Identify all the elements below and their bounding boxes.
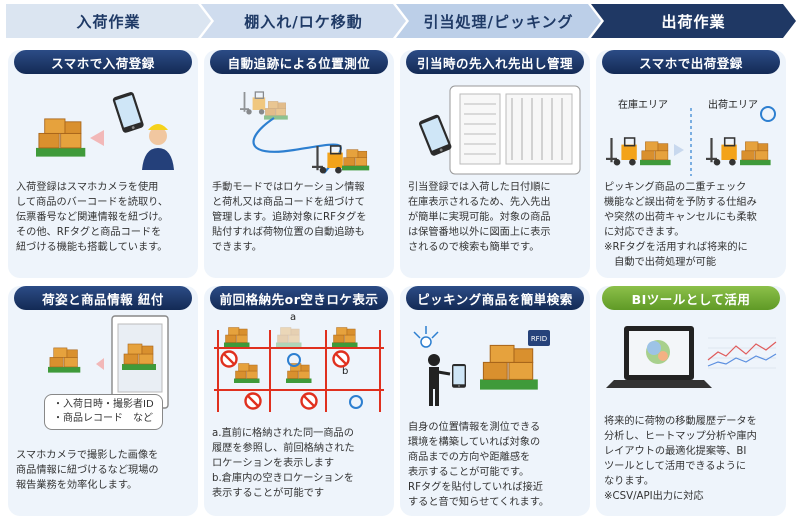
photo-metadata-bubble: ・入荷日時・撮影者ID ・商品レコード など (44, 394, 163, 430)
card-title: スマホで入荷登録 (14, 50, 192, 74)
card-description: 引当登録では入荷した日付順に 在庫表示されるため、先入先出 が簡単に実現可能。対… (408, 182, 551, 253)
shipping-area-label: 出荷エリア (708, 100, 758, 111)
card-description: 将来的に荷物の移動履歴データを 分析し、ヒートマップ分析や庫内 レイアウトの最適… (604, 416, 757, 502)
card-smartphone-receiving: スマホで入荷登録 入荷登録はスマホカメラを使用 して商品のバーコードを読取り、 … (8, 50, 198, 278)
card-title: スマホで出荷登録 (602, 50, 780, 74)
card-fifo-management: 引当時の先入れ先出し管理 引当登録では入荷した日付順に 在庫表示されるため、先入… (400, 50, 590, 278)
phase-picking: 引当処理/ピッキング (396, 4, 601, 38)
rack-illustration (214, 327, 384, 412)
rfid-tag-label: RFID (531, 335, 547, 343)
card-description: ピッキング商品の二重チェック 機能など誤出荷を予防する仕組み や突然の出荷キャン… (604, 182, 757, 268)
photo-linking-illustration (47, 315, 169, 409)
picking-search-illustration: RFID (413, 326, 550, 406)
card-title: BIツールとして活用 (602, 286, 780, 310)
card-description: 自身の位置情報を測位できる 環境を構築していれば対象の 商品までの方向や距離感を… (408, 422, 550, 508)
card-title: 荷姿と商品情報 紐付 (14, 286, 192, 310)
card-photo-linking: 荷姿と商品情報 紐付 ・入荷日時・撮影者ID ・商品レコード など スマホカメラ… (8, 286, 198, 516)
card-location-suggestion: 前回格納先or空きロケ表示 a b a.直前に格納された同一商品の 履歴を参照し… (204, 286, 394, 516)
marker-a-label: a (290, 312, 297, 323)
phase-receiving: 入荷作業 (6, 4, 211, 38)
card-auto-tracking: 自動追跡による位置測位 手動モードではロケーション情報 と荷札又は商品コードを紐… (204, 50, 394, 278)
shipping-illustration (605, 106, 776, 176)
receiving-illustration (35, 91, 174, 170)
fifo-illustration (418, 85, 581, 175)
card-title: 自動追跡による位置測位 (210, 50, 388, 74)
card-title: 前回格納先or空きロケ表示 (210, 286, 388, 310)
card-smartphone-shipping: スマホで出荷登録 在庫エリア 出荷エリア ピッキング商品の二重チェック 機能など… (596, 50, 786, 278)
phase-shipping: 出荷作業 (591, 4, 796, 38)
card-description: スマホカメラで撮影した画像を 商品情報に紐づけるなど現場の 報告業務を効率化しま… (16, 450, 159, 491)
laptop-illustration (606, 326, 777, 388)
phase-header: 入荷作業 棚入れ/ロケ移動 引当処理/ピッキング 出荷作業 (6, 4, 796, 38)
card-description: a.直前に格納された同一商品の 履歴を参照し、前回格納された ロケーションを表示… (212, 428, 355, 499)
tracking-illustration (239, 91, 370, 175)
marker-b-label: b (342, 366, 349, 377)
card-description: 手動モードではロケーション情報 と荷札又は商品コードを紐づけて 管理します。追跡… (212, 182, 367, 253)
card-description: 入荷登録はスマホカメラを使用 して商品のバーコードを読取り、 伝票番号など関連情… (16, 182, 169, 253)
card-title: ピッキング商品を簡単検索 (406, 286, 584, 310)
card-picking-search: ピッキング商品を簡単検索 RFID 自身の位置情報を測位できる 環境を構築してい… (400, 286, 590, 516)
card-bi-tool: BIツールとして活用 将来的に荷物の移動履歴データを 分析し、ヒートマップ分析や… (596, 286, 786, 516)
stock-area-label: 在庫エリア (618, 100, 668, 111)
phase-shelving: 棚入れ/ロケ移動 (201, 4, 406, 38)
card-title: 引当時の先入れ先出し管理 (406, 50, 584, 74)
